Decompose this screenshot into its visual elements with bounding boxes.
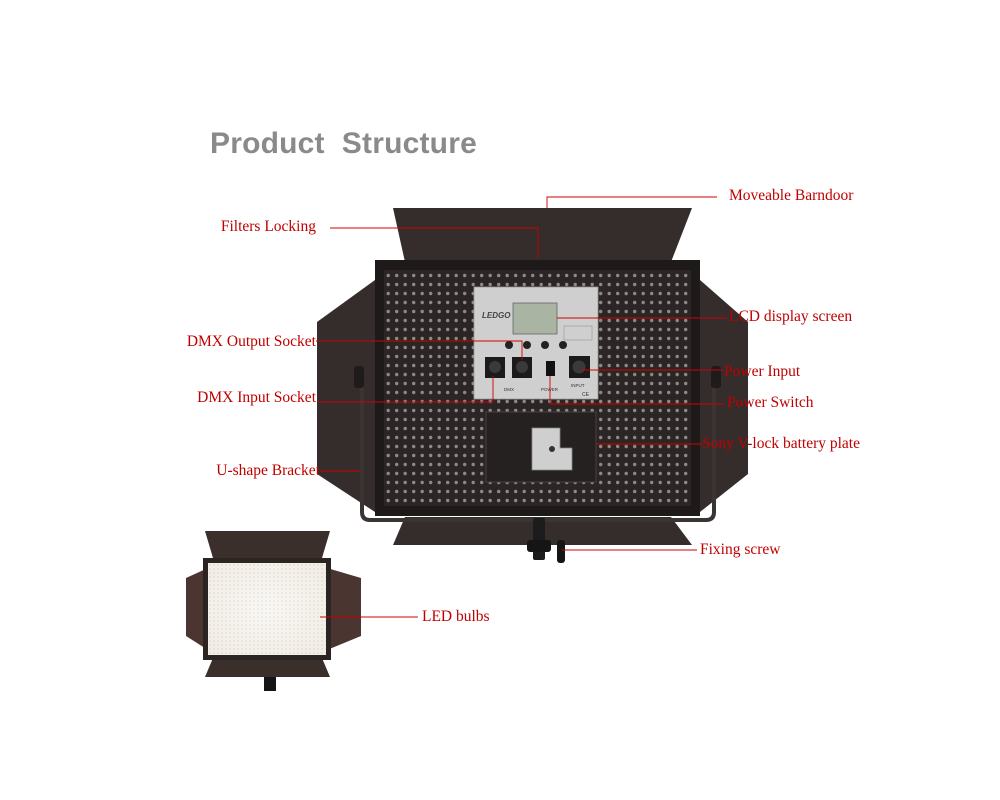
control-button-4[interactable]	[559, 341, 567, 349]
page-title: Product Structure	[210, 127, 477, 160]
lcd-screen	[512, 302, 558, 335]
vlock-screw	[549, 446, 555, 452]
control-button-3[interactable]	[541, 341, 549, 349]
label-filters-locking: Filters Locking	[220, 218, 316, 235]
label-led-bulbs: LED bulbs	[422, 608, 490, 625]
front-barndoor-bottom[interactable]	[205, 658, 330, 677]
label-sony-vlock-battery-plate: Sony V-lock battery plate	[702, 435, 860, 452]
front-barndoor-right[interactable]	[327, 568, 361, 650]
leader-dmx-output	[316, 340, 523, 360]
leader-lines	[316, 196, 727, 618]
barndoor-top[interactable]	[393, 208, 692, 262]
ce-mark: CE	[582, 392, 590, 398]
control-button-2[interactable]	[523, 341, 531, 349]
led-glow	[208, 563, 326, 655]
front-light-unit	[186, 531, 361, 691]
fixing-screw-knob[interactable]	[527, 540, 551, 552]
leader-dmx-input	[318, 376, 494, 403]
fixing-screw-handle[interactable]	[557, 540, 565, 563]
dmx-input-socket-pins	[489, 361, 501, 373]
front-barndoor-left[interactable]	[186, 568, 208, 650]
bracket-knob-right[interactable]	[711, 366, 721, 388]
fixing-screw-post[interactable]	[533, 518, 545, 560]
dmx-plate-text: DMX	[504, 387, 514, 392]
label-moveable-barndoor: Moveable Barndoor	[729, 187, 854, 204]
label-power-input: Power Input	[724, 363, 801, 380]
leader-moveable-barndoor	[546, 196, 717, 209]
label-dmx-output-socket: DMX Output Socket	[186, 333, 316, 350]
power-input-socket-pins	[572, 360, 586, 374]
input-plate-text: INPUT	[571, 383, 585, 388]
label-dmx-input-socket: DMX Input Socket	[197, 389, 316, 406]
barndoor-left[interactable]	[317, 280, 375, 512]
bracket-knob-left[interactable]	[354, 366, 364, 388]
leader-power-switch	[549, 376, 724, 405]
leader-filters-locking	[330, 227, 539, 258]
label-fixing-screw: Fixing screw	[700, 541, 781, 558]
label-power-switch: Power Switch	[727, 394, 814, 411]
main-light-unit: LEDGO DMX POWER INPUT CE	[317, 208, 748, 563]
label-u-shape-bracket: U-shape Bracket	[216, 462, 320, 479]
brand-logo: LEDGO	[482, 311, 511, 320]
warning-label	[563, 325, 593, 341]
dmx-output-socket-pins	[516, 361, 528, 373]
control-button-1[interactable]	[505, 341, 513, 349]
power-switch[interactable]	[546, 361, 555, 376]
label-lcd-display-screen: LCD display screen	[729, 308, 853, 325]
front-barndoor-top[interactable]	[205, 531, 330, 558]
front-fixing-screw[interactable]	[264, 677, 276, 691]
